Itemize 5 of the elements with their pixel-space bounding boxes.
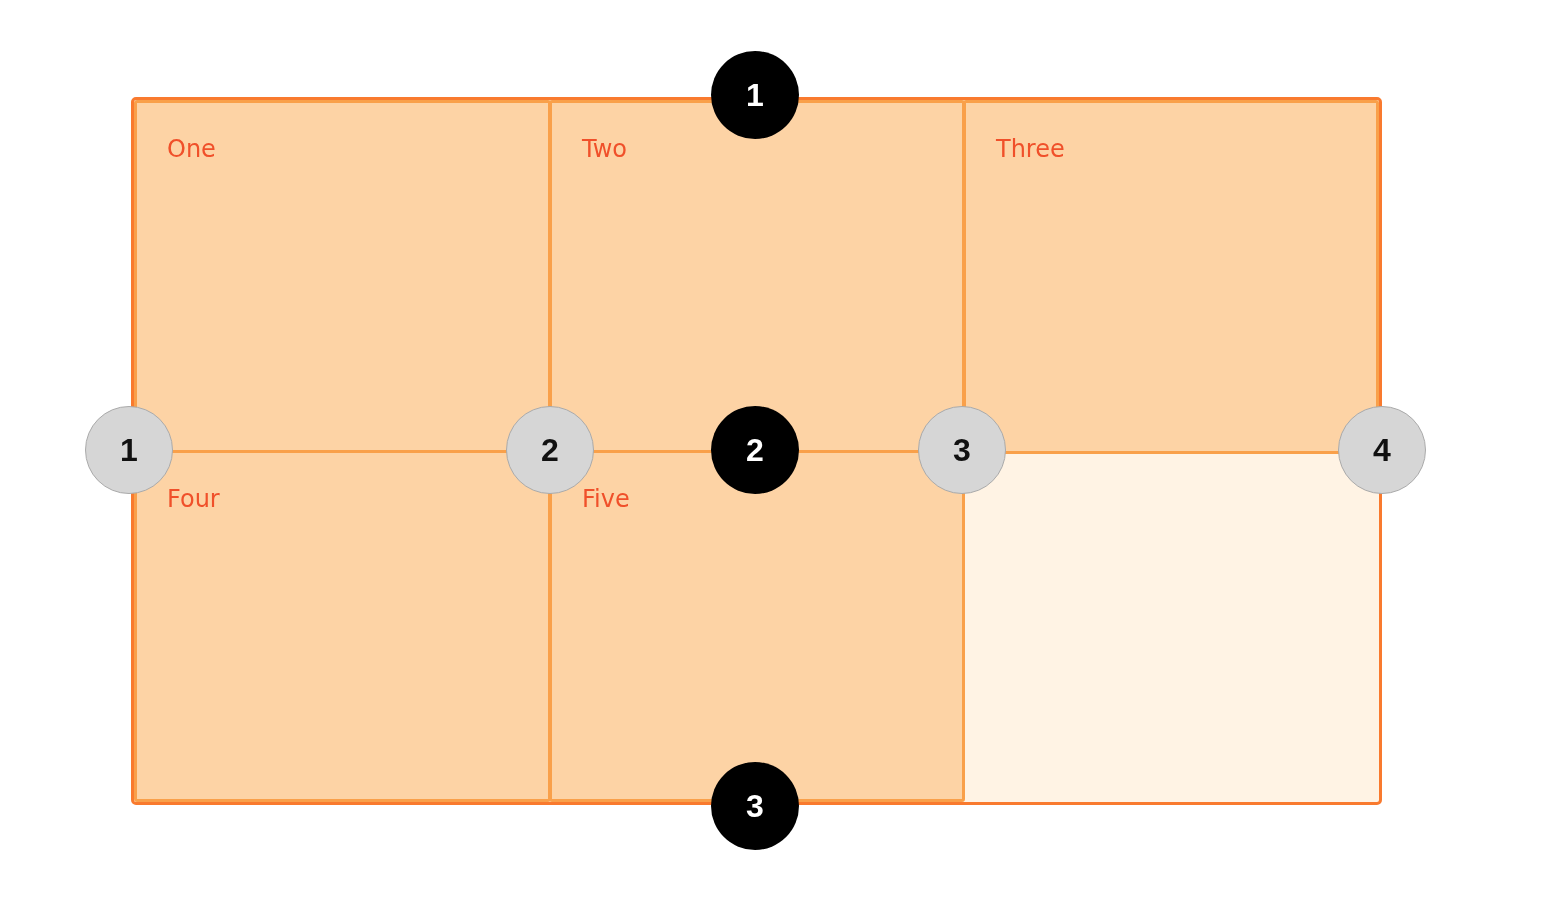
item-label: Two (582, 135, 627, 163)
line-number-badge: 3 (711, 762, 799, 850)
line-number-badge: 1 (711, 51, 799, 139)
item-label: Three (996, 135, 1065, 163)
item-label: One (167, 135, 216, 163)
